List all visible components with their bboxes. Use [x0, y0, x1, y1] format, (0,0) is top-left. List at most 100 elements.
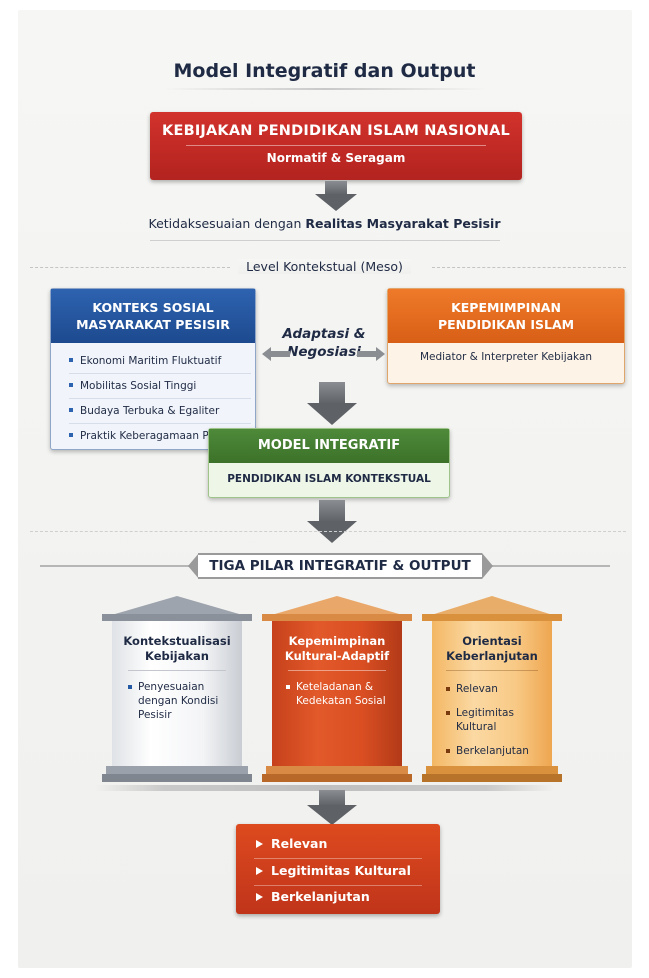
- bullet-icon: [69, 383, 73, 387]
- leadership-title-line1: KEPEMIMPINAN: [451, 300, 561, 315]
- banner-rule: [40, 565, 200, 567]
- pillar-base: [106, 766, 248, 774]
- divider: [446, 670, 538, 671]
- bullet-icon: [446, 749, 450, 753]
- pillar-title-line2: Kebijakan: [145, 649, 209, 663]
- output-item-label: Relevan: [271, 836, 328, 851]
- banner-rule: [480, 565, 610, 567]
- pillar-base: [426, 766, 558, 774]
- triangle-right-icon: [256, 840, 263, 848]
- pillar-title: Kepemimpinan Kultural-Adaptif: [262, 634, 412, 664]
- pillars-banner: TIGA PILAR INTEGRATIF & OUTPUT: [198, 553, 482, 579]
- adaptation-line1: Adaptasi &: [282, 326, 366, 342]
- bullet-icon: [446, 687, 450, 691]
- page-title: Model Integratif dan Output: [173, 60, 476, 82]
- social-context-header: KONTEKS SOSIAL MASYARAKAT PESISIR: [51, 289, 255, 343]
- list-item-label: Ekonomi Maritim Fluktuatif: [80, 355, 222, 367]
- pillar-policy-contextualization: Kontekstualisasi Kebijakan Penyesuaian d…: [102, 594, 252, 784]
- list-item-label: Budaya Terbuka & Egaliter: [80, 405, 220, 417]
- pillar-base: [266, 766, 408, 774]
- list-item-label: Keteladanan & Kedekatan Sosial: [296, 681, 386, 707]
- leadership-header: KEPEMIMPINAN PENDIDIKAN ISLAM: [388, 289, 624, 343]
- pillar-shaft: [112, 621, 242, 766]
- list-item: Legitimitas Kultural: [446, 706, 546, 734]
- pillar-title: Orientasi Keberlanjutan: [422, 634, 562, 664]
- banner-notch: [188, 553, 199, 579]
- pillar-title-line1: Kepemimpinan: [288, 634, 386, 648]
- bullet-icon: [446, 711, 450, 715]
- divider: [288, 670, 386, 671]
- leadership-box: KEPEMIMPINAN PENDIDIKAN ISLAM Mediator &…: [387, 288, 625, 384]
- list-item-label: Mobilitas Sosial Tinggi: [80, 380, 197, 392]
- pillar-shaft: [432, 621, 552, 766]
- dashed-divider: [30, 531, 626, 532]
- output-item: Relevan: [256, 836, 327, 851]
- down-arrow-icon: [315, 181, 357, 211]
- dashed-divider: [432, 267, 626, 268]
- pillar-title-line1: Orientasi: [462, 634, 522, 648]
- national-policy-title: KEBIJAKAN PENDIDIKAN ISLAM NASIONAL: [162, 123, 510, 139]
- bullet-icon: [286, 685, 290, 689]
- list-item-label: Legitimitas Kultural: [456, 707, 514, 733]
- divider: [128, 670, 226, 671]
- pillar-sustainability: Orientasi Keberlanjutan Relevan Legitimi…: [422, 594, 562, 784]
- list-item: Penyesuaian dengan Kondisi Pesisir: [128, 680, 232, 722]
- down-arrow-icon: [307, 500, 357, 544]
- national-policy-box: KEBIJAKAN PENDIDIKAN ISLAM NASIONAL Norm…: [150, 112, 522, 180]
- pillar-list: Penyesuaian dengan Kondisi Pesisir: [128, 680, 232, 730]
- list-item-label: Relevan: [456, 683, 498, 695]
- pillar-base: [422, 774, 562, 782]
- list-item: Relevan: [446, 682, 546, 696]
- pillar-roof: [422, 596, 562, 621]
- adaptation-label: Adaptasi & Negosiasi: [262, 325, 386, 361]
- pillar-title-line2: Kultural-Adaptif: [284, 649, 390, 663]
- list-item: Mobilitas Sosial Tinggi: [69, 374, 251, 399]
- level-label: Level Kontekstual (Meso): [0, 259, 649, 274]
- social-context-box: KONTEKS SOSIAL MASYARAKAT PESISIR Ekonom…: [50, 288, 256, 450]
- pillar-base: [102, 774, 252, 782]
- pillar-shaft: [272, 621, 402, 766]
- mismatch-prefix: Ketidaksesuaian dengan: [148, 216, 306, 231]
- list-item: Ekonomi Maritim Fluktuatif: [69, 349, 251, 374]
- social-context-title-line2: MASYARAKAT PESISIR: [76, 317, 230, 332]
- list-item-label: Penyesuaian dengan Kondisi Pesisir: [138, 681, 219, 721]
- pillar-roof: [102, 596, 252, 621]
- pillar-list: Relevan Legitimitas Kultural Berkelanjut…: [446, 682, 546, 766]
- divider: [150, 240, 500, 241]
- title-underline: [165, 88, 485, 90]
- leadership-body: Mediator & Interpreter Kebijakan: [419, 351, 593, 363]
- banner-notch: [482, 553, 493, 579]
- list-item: Keteladanan & Kedekatan Sosial: [286, 680, 396, 708]
- national-policy-subtitle: Normatif & Seragam: [266, 151, 406, 165]
- list-item: Berkelanjutan: [446, 744, 546, 758]
- pillar-cultural-leadership: Kepemimpinan Kultural-Adaptif Keteladana…: [262, 594, 412, 784]
- ground-line: [95, 785, 555, 791]
- output-item-label: Legitimitas Kultural: [271, 863, 411, 878]
- divider: [186, 145, 486, 146]
- adaptation-line2: Negosiasi: [287, 344, 361, 360]
- pillar-title: Kontekstualisasi Kebijakan: [102, 634, 252, 664]
- integrative-model-box: MODEL INTEGRATIF PENDIDIKAN ISLAM KONTEK…: [208, 428, 450, 498]
- leadership-title-line2: PENDIDIKAN ISLAM: [437, 317, 575, 332]
- divider: [254, 858, 422, 859]
- social-context-title-line1: KONTEKS SOSIAL: [92, 300, 214, 315]
- mismatch-statement: Ketidaksesuaian dengan Realitas Masyarak…: [0, 216, 649, 231]
- pillar-base: [262, 774, 412, 782]
- output-item-label: Berkelanjutan: [271, 889, 370, 904]
- output-box: Relevan Legitimitas Kultural Berkelanjut…: [236, 824, 440, 914]
- triangle-right-icon: [256, 893, 263, 901]
- left-arrow-icon: [262, 347, 290, 361]
- mismatch-emphasis: Realitas Masyarakat Pesisir: [305, 216, 501, 231]
- integrative-model-subtitle: PENDIDIKAN ISLAM KONTEKSTUAL: [227, 473, 431, 485]
- bullet-icon: [69, 408, 73, 412]
- list-item-label: Berkelanjutan: [456, 745, 529, 757]
- down-arrow-icon: [307, 382, 357, 426]
- output-item: Berkelanjutan: [256, 889, 370, 904]
- pillar-list: Keteladanan & Kedekatan Sosial: [286, 680, 396, 716]
- divider: [254, 885, 422, 886]
- down-arrow-icon: [307, 790, 357, 826]
- bullet-icon: [69, 358, 73, 362]
- bullet-icon: [128, 685, 132, 689]
- dashed-divider: [30, 267, 230, 268]
- integrative-model-title: MODEL INTEGRATIF: [209, 429, 449, 463]
